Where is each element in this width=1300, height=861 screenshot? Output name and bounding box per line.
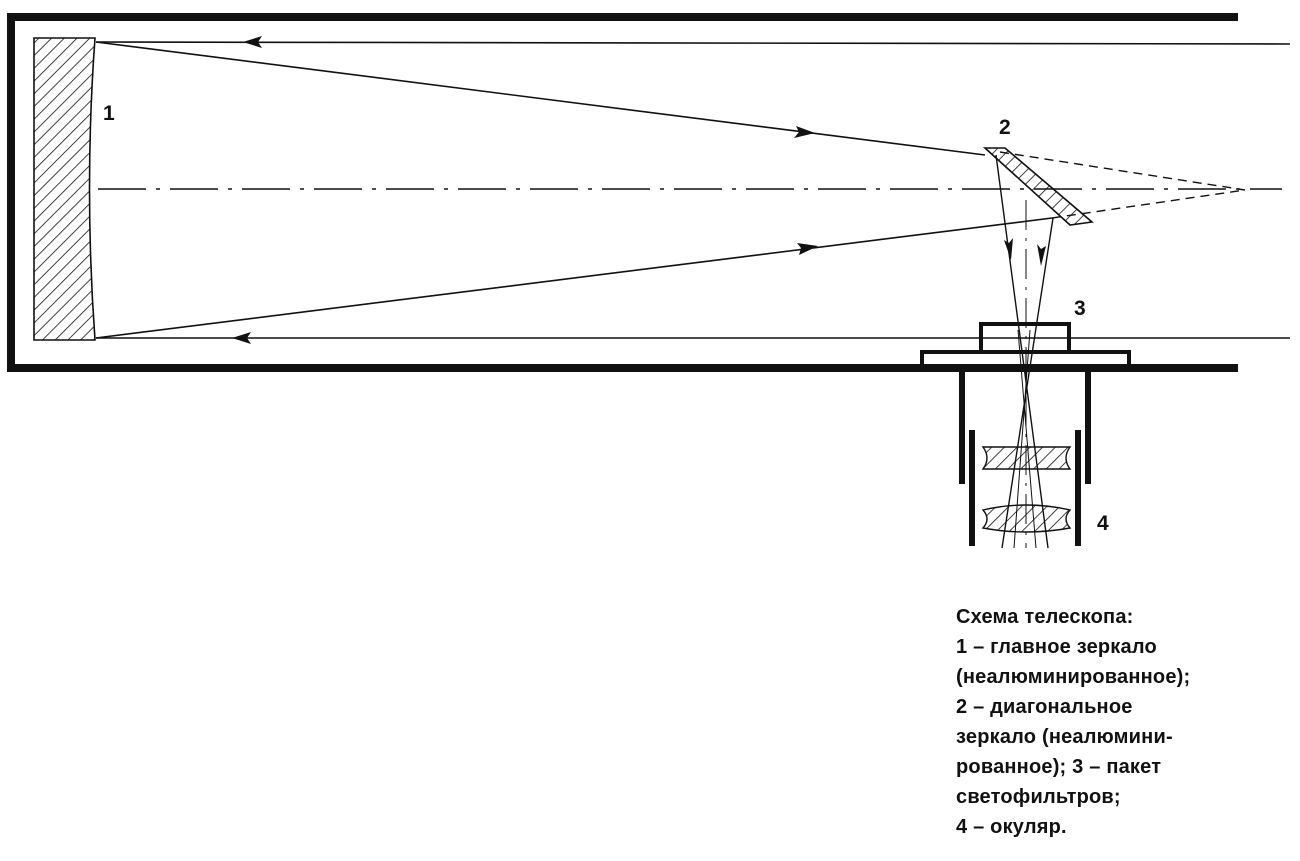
- caption-line: 4 – окуляр.: [956, 816, 1067, 838]
- eyepiece-lens-lower: [981, 504, 1072, 533]
- label-eyepiece: 4: [1097, 512, 1109, 535]
- eyepiece-lens-upper: [981, 446, 1072, 470]
- caption-line: светофильтров;: [956, 786, 1121, 808]
- arrow-down-left: [1004, 238, 1013, 260]
- reflected-rays: [95, 41, 1053, 339]
- telescope-tube: [7, 13, 1238, 372]
- arrow-lower-right: [797, 243, 818, 255]
- diagonal-mirror: [982, 147, 1094, 226]
- label-diagonal-mirror: 2: [999, 116, 1011, 139]
- arrow-lower-left: [232, 332, 251, 344]
- primary-mirror: [33, 37, 96, 341]
- diagram-caption: Схема телескопа: 1 – главное зеркало (не…: [956, 602, 1286, 842]
- arrow-down-right: [1037, 244, 1046, 266]
- label-filter-pack: 3: [1074, 297, 1086, 320]
- eyepiece-lenses: [981, 446, 1072, 533]
- incoming-rays: [95, 36, 1291, 344]
- caption-line: рованное); 3 – пакет: [956, 756, 1162, 778]
- focuser-tube: [959, 366, 1091, 546]
- caption-line: 2 – диагональное: [956, 696, 1133, 718]
- label-primary-mirror: 1: [103, 102, 115, 125]
- virtual-focus-lines: [999, 151, 1246, 219]
- caption-line: Схема телескопа:: [956, 606, 1134, 628]
- caption-line: (неалюминированное);: [956, 666, 1191, 688]
- caption-line: зеркало (неалюмини-: [956, 726, 1173, 748]
- caption-line: 1 – главное зеркало: [956, 636, 1157, 658]
- arrow-upper-left: [243, 36, 262, 48]
- arrow-upper-right: [794, 126, 815, 138]
- filter-pack: [920, 322, 1131, 368]
